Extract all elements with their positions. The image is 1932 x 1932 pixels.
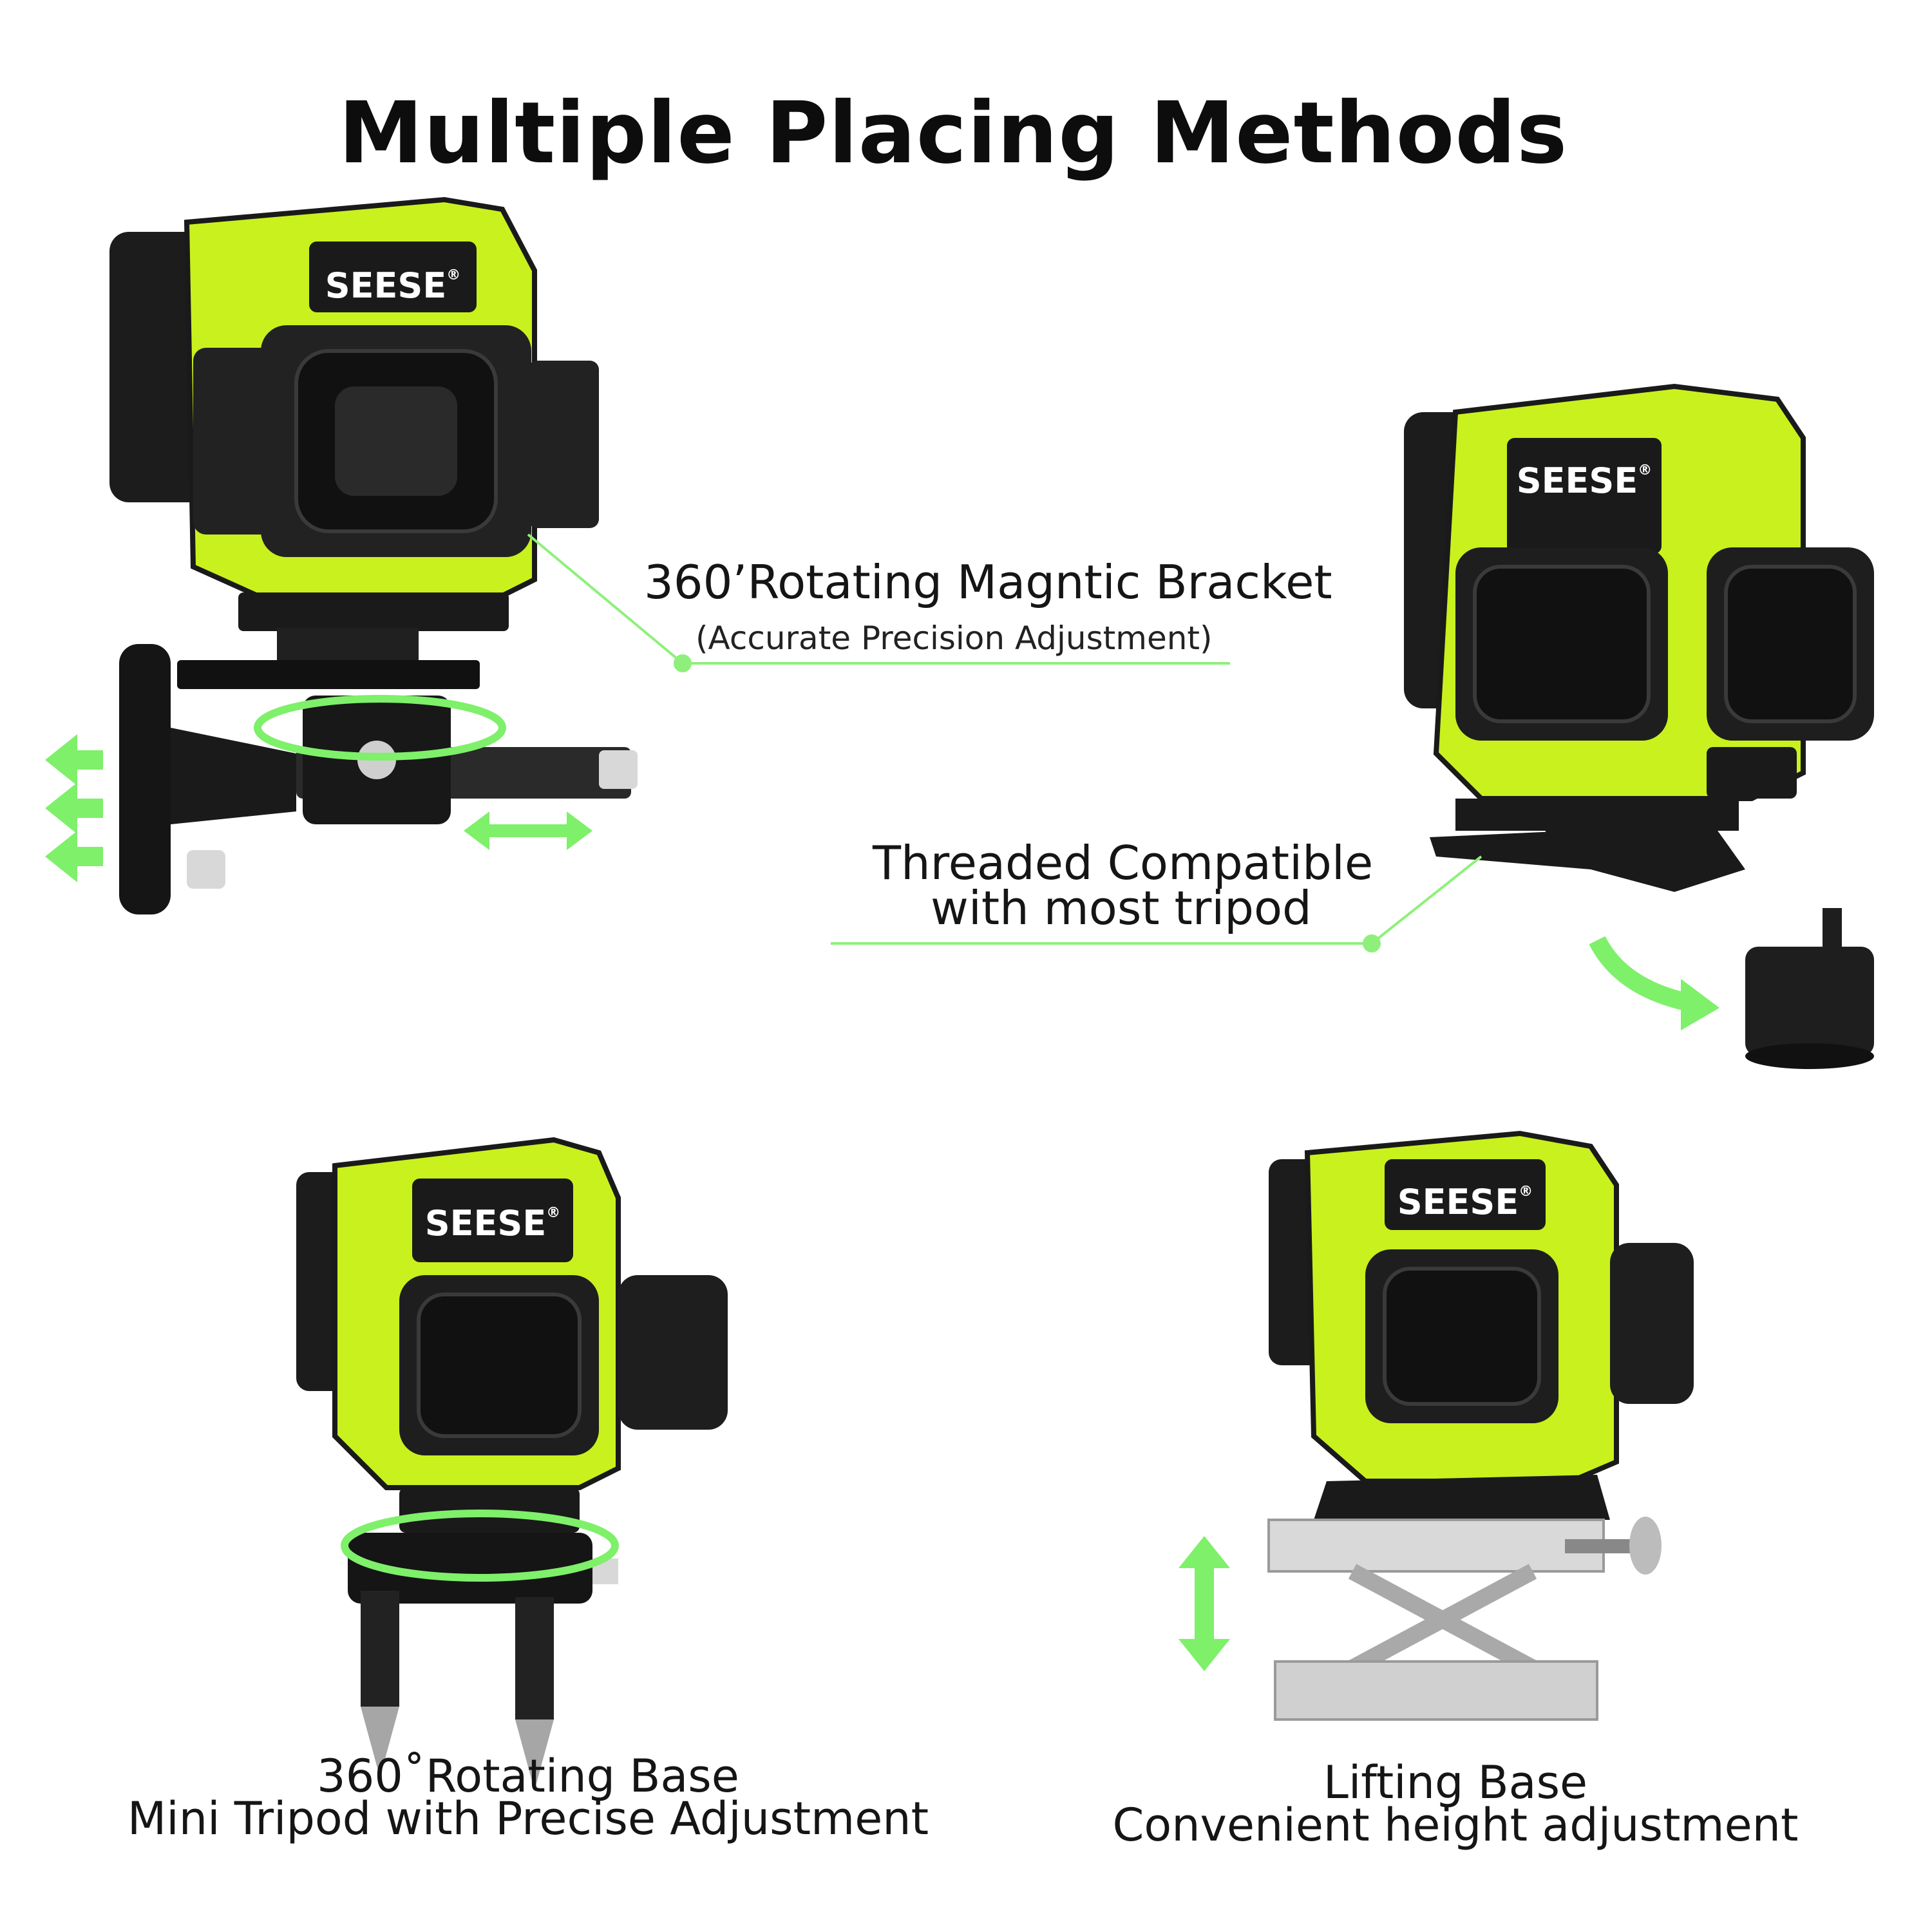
laser-level-threaded: SEESE® [1404,383,1874,892]
threaded-label-line1: Threaded Compatible [873,836,1374,890]
threaded-label-line2: with most tripod [931,881,1312,935]
bracket-pointer-line [527,533,1230,672]
vertical-arrow-icon [1179,1536,1230,1671]
bracket-sublabel: (Accurate Precision Adjustment) [696,620,1213,657]
brand-logo: SEESE® [1397,1182,1533,1222]
lifting-base-line1: Lifting Base [1323,1756,1588,1809]
page-title: Multiple Placing Methods [338,84,1568,183]
thread-adapter-icon [1745,908,1874,1069]
rotation-arrow-icon [341,1510,619,1582]
lifting-base-line2: Convenient height adjustment [1112,1799,1799,1852]
curved-arrow-icon [1589,936,1719,1030]
brand-logo: SEESE® [1517,460,1652,501]
rotating-base-caption: 360˚Rotating Base Mini Tripod with Preci… [103,1750,953,1845]
rotation-arrow-icon [254,695,506,761]
left-arrows-icon [45,734,103,882]
laser-level-lifting: SEESE® [1269,1130,1694,1520]
lifting-base-caption: Lifting Base Convenient height adjustmen… [1095,1756,1816,1852]
brand-logo: SEESE® [425,1203,560,1244]
threaded-pointer-line [831,855,1482,952]
bracket-label: 360’Rotating Magntic Bracket [644,555,1332,609]
laser-level-tripod: SEESE® [296,1137,728,1790]
rotating-base-line2: Mini Tripod with Precise Adjustment [127,1792,929,1845]
lifting-platform-icon [1267,1517,1662,1721]
laser-level-bracket-mount: SEESE® [109,196,638,914]
rotating-base-line1: 360˚Rotating Base [317,1750,739,1803]
double-arrow-icon [464,811,592,850]
brand-logo: SEESE® [325,265,460,306]
